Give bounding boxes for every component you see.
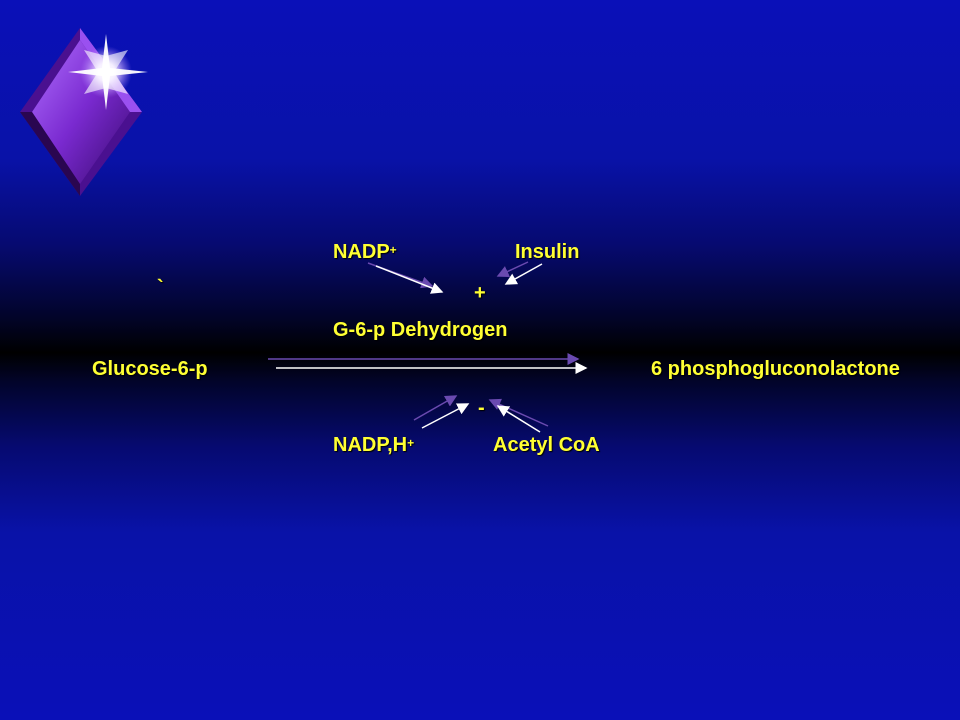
nadph-charge: + bbox=[407, 436, 415, 450]
insulin-label: Insulin bbox=[515, 241, 580, 263]
nadp-label: NADP+ bbox=[333, 240, 397, 264]
insulin-arrow-shadow bbox=[496, 261, 529, 277]
nadph-label: NADP,H+ bbox=[333, 433, 414, 457]
nadp-arrow bbox=[375, 265, 444, 294]
inhibition-sign: - bbox=[478, 397, 485, 419]
acetyl-arrow-shadow bbox=[488, 398, 549, 427]
stray-mark: ` bbox=[157, 277, 164, 299]
nadph-arrow-shadow bbox=[413, 395, 458, 421]
nadp-charge: + bbox=[389, 243, 397, 257]
diamond-star-logo-icon bbox=[20, 28, 148, 196]
inhibitor-label: Acetyl CoA bbox=[493, 434, 600, 456]
nadph-arrow bbox=[421, 403, 470, 429]
nadph-text: NADP,H bbox=[333, 434, 408, 456]
acetyl-arrow bbox=[496, 405, 541, 433]
substrate-label: Glucose-6-p bbox=[92, 358, 208, 380]
activation-sign: + bbox=[474, 282, 486, 304]
enzyme-label: G-6-p Dehydrogen bbox=[333, 319, 508, 341]
product-label: 6 phosphogluconolactone bbox=[651, 358, 900, 380]
nadp-text: NADP bbox=[333, 241, 390, 263]
insulin-arrow bbox=[504, 263, 543, 285]
